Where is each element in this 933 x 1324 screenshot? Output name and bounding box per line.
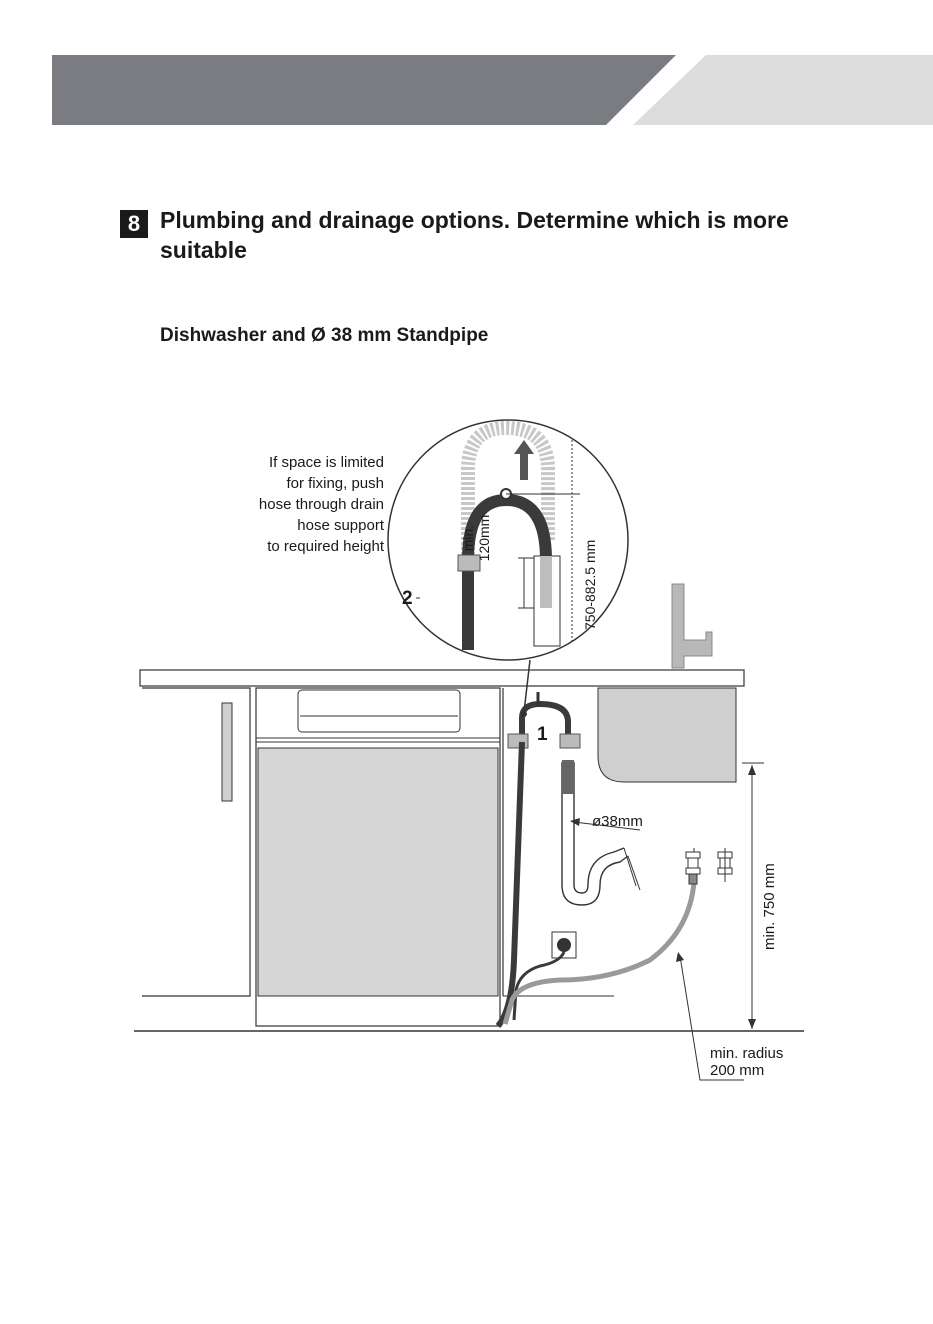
- cabinet-handle: [222, 703, 232, 801]
- range-label: 750-882.5 mm: [582, 490, 598, 630]
- radius-label: min. radius: [710, 1046, 783, 1062]
- sink-basin: [598, 688, 736, 782]
- hint-line: If space is limited: [200, 452, 384, 473]
- faucet: [672, 584, 712, 668]
- dishwasher-control-panel: [298, 690, 460, 732]
- water-taps: [686, 848, 732, 884]
- min-750-label: min. 750 mm: [762, 830, 778, 950]
- min-height-label: min. 120mm: [460, 488, 492, 588]
- radius-value-label: 200 mm: [710, 1063, 764, 1079]
- hint-line: to required height: [200, 536, 384, 557]
- inlet-hose: [505, 882, 694, 1024]
- hint-line: hose support: [200, 515, 384, 536]
- pipe-diameter-label: ø38mm: [592, 814, 643, 830]
- detail-number-label: 2: [402, 588, 413, 610]
- hint-text: If space is limited for fixing, push hos…: [200, 452, 384, 557]
- dishwasher-door-panel: [258, 748, 498, 996]
- hint-line: for fixing, push: [200, 473, 384, 494]
- power-cable: [514, 952, 564, 1020]
- hose-support-number-label: 1: [537, 724, 548, 746]
- hint-line: hose through drain: [200, 494, 384, 515]
- countertop: [140, 670, 744, 686]
- left-cabinet: [142, 688, 250, 996]
